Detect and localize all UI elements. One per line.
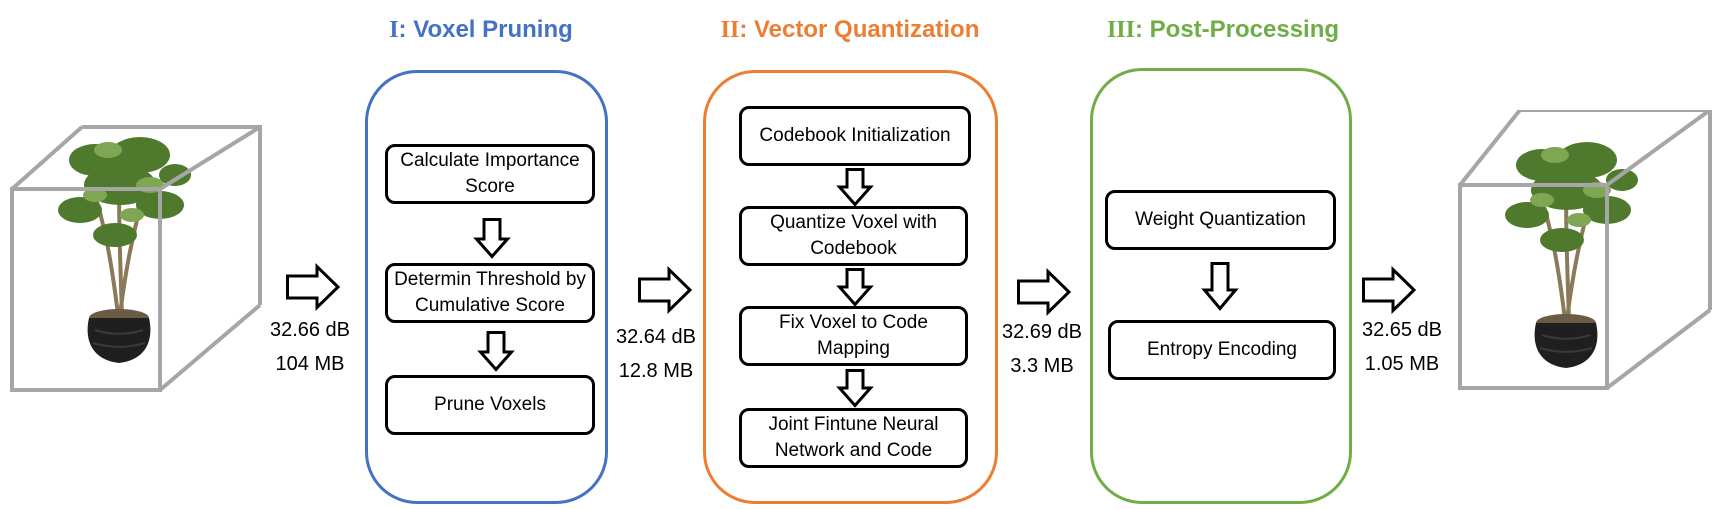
right-arrow-icon [1362, 265, 1417, 315]
down-arrow-icon [836, 168, 874, 207]
step-weight-quantization: Weight Quantization [1105, 190, 1336, 250]
stage-numeral: I [389, 17, 399, 43]
metric-size: 12.8 MB [618, 360, 694, 382]
stage-colon: : [398, 16, 414, 43]
step-codebook-initialization: Codebook Initialization [739, 106, 971, 166]
step-entropy-encoding: Entropy Encoding [1108, 320, 1336, 380]
stage-colon: : [1134, 16, 1150, 43]
stage-name: Post-Processing [1149, 16, 1340, 43]
metric-size: 1.05 MB [1364, 353, 1440, 375]
step-joint-finetune: Joint Fintune Neural Network and Code [739, 408, 968, 468]
metric-size: 104 MB [275, 353, 345, 375]
stage-name: Voxel Pruning [413, 16, 573, 43]
step-fix-voxel-mapping: Fix Voxel to Code Mapping [739, 306, 968, 366]
step-quantize-voxel: Quantize Voxel with Codebook [739, 206, 968, 266]
stage-title-voxel-pruning: I: Voxel Pruning [366, 16, 596, 44]
metric-psnr: 32.66 dB [269, 319, 351, 341]
stage-colon: : [739, 16, 754, 43]
plant-in-cube-icon [1458, 110, 1712, 390]
step-prune-voxels: Prune Voxels [385, 375, 595, 435]
down-arrow-icon [836, 369, 874, 408]
stage-box-voxel-pruning [365, 70, 608, 504]
metric-after-pruning: 32.64 dB 12.8 MB [612, 320, 700, 388]
output-scene-cube [1458, 110, 1712, 390]
stage-name: Vector Quantization [753, 16, 980, 43]
stage-box-vector-quantization [703, 70, 998, 504]
stage-numeral: II [720, 17, 740, 43]
down-arrow-icon [473, 218, 511, 259]
down-arrow-icon [1201, 262, 1239, 311]
step-determine-threshold: Determin Threshold by Cumulative Score [385, 263, 595, 323]
right-arrow-icon [1017, 267, 1072, 317]
stage-title-vector-quantization: II: Vector Quantization [700, 16, 1000, 44]
metric-output: 32.65 dB 1.05 MB [1357, 313, 1447, 381]
metric-after-quantization: 32.69 dB 3.3 MB [997, 315, 1087, 383]
stage-numeral: III [1106, 17, 1135, 43]
metric-psnr: 32.64 dB [615, 326, 697, 348]
right-arrow-icon [638, 265, 693, 315]
metric-size: 3.3 MB [1010, 355, 1074, 377]
right-arrow-icon [286, 262, 341, 312]
stage-title-post-processing: III: Post-Processing [1093, 16, 1353, 44]
down-arrow-icon [836, 268, 874, 307]
plant-in-cube-icon [10, 125, 262, 392]
stage-box-post-processing [1090, 68, 1352, 504]
input-scene-cube [10, 125, 262, 392]
step-calculate-importance-score: Calculate Importance Score [385, 144, 595, 204]
metric-psnr: 32.65 dB [1361, 319, 1443, 341]
metric-input: 32.66 dB 104 MB [262, 313, 358, 381]
metric-psnr: 32.69 dB [1001, 321, 1083, 343]
down-arrow-icon [477, 331, 515, 372]
